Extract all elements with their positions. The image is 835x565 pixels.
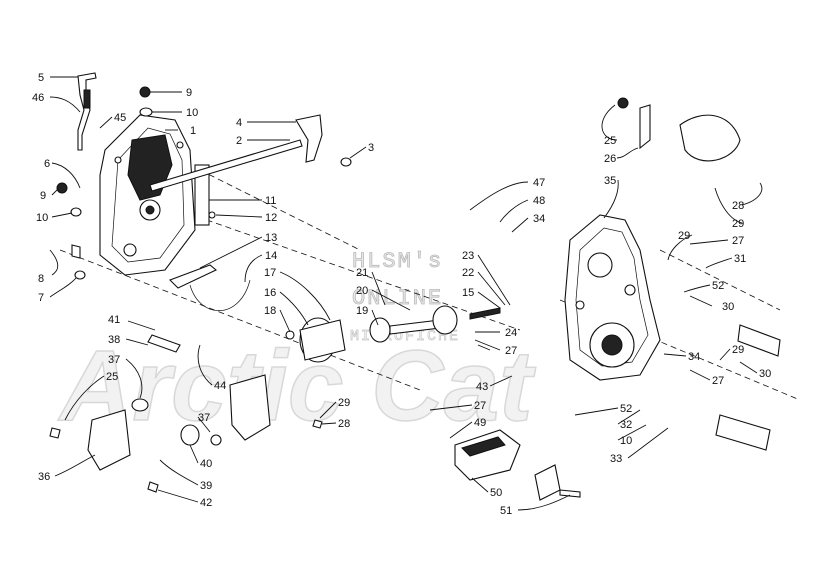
callout-47: 47	[533, 177, 545, 189]
callout-45: 45	[114, 112, 126, 124]
watermark-line-2: ONLINE	[352, 286, 443, 311]
callout-17: 17	[264, 267, 276, 279]
callout-27: 27	[474, 400, 486, 412]
callout-29: 29	[678, 230, 690, 242]
callout-52: 52	[620, 403, 632, 415]
callout-33: 33	[610, 453, 622, 465]
callout-34: 34	[688, 351, 700, 363]
callout-48: 48	[533, 195, 545, 207]
callout-8: 8	[38, 273, 44, 285]
callout-4: 4	[236, 117, 242, 129]
watermark-line-1: HLSM's	[352, 249, 443, 274]
callout-10: 10	[36, 212, 48, 224]
callout-23: 23	[462, 250, 474, 262]
callout-50: 50	[490, 487, 502, 499]
callout-5: 5	[38, 72, 44, 84]
gear-case	[564, 214, 661, 381]
callout-12: 12	[265, 212, 277, 224]
callout-25: 25	[604, 135, 616, 147]
parts-drawing	[49, 72, 801, 501]
callout-27: 27	[712, 375, 724, 387]
callout-10: 10	[186, 107, 198, 119]
callout-38: 38	[108, 334, 120, 346]
callout-36: 36	[38, 471, 50, 483]
callout-37: 37	[108, 354, 120, 366]
callout-43: 43	[476, 381, 488, 393]
callout-22: 22	[462, 267, 474, 279]
callout-27: 27	[505, 345, 517, 357]
callout-35: 35	[604, 175, 616, 187]
callout-30: 30	[759, 368, 771, 380]
callout-2: 2	[236, 135, 242, 147]
callout-28: 28	[338, 418, 350, 430]
callout-30: 30	[722, 301, 734, 313]
callout-42: 42	[200, 497, 212, 509]
callout-11: 11	[265, 195, 276, 207]
callout-32: 32	[620, 419, 632, 431]
callout-31: 31	[734, 253, 746, 265]
callout-13: 13	[265, 232, 277, 244]
tensioner-assembly	[49, 334, 323, 493]
callout-29: 29	[338, 397, 350, 409]
callout-24: 24	[505, 327, 517, 339]
callout-41: 41	[108, 314, 120, 326]
callout-14: 14	[265, 250, 277, 262]
callout-26: 26	[604, 153, 616, 165]
callout-10: 10	[620, 435, 632, 447]
callout-21: 21	[356, 267, 368, 279]
callout-18: 18	[264, 305, 276, 317]
callout-19: 19	[356, 305, 368, 317]
hub-assembly	[285, 305, 501, 363]
watermark-logo: Arctic Cat	[57, 330, 536, 442]
callout-46: 46	[32, 92, 44, 104]
callout-34: 34	[533, 213, 545, 225]
callout-6: 6	[44, 158, 50, 170]
callout-29: 29	[732, 218, 744, 230]
callout-52: 52	[712, 280, 724, 292]
callout-25: 25	[106, 371, 118, 383]
callout-20: 20	[356, 285, 368, 297]
callout-leaders	[49, 76, 763, 511]
chaincase-cover	[99, 114, 196, 276]
callout-28: 28	[732, 200, 744, 212]
callout-9: 9	[186, 87, 192, 99]
callout-40: 40	[200, 458, 212, 470]
callout-3: 3	[368, 142, 374, 154]
callout-16: 16	[264, 287, 276, 299]
callout-15: 15	[462, 287, 474, 299]
callout-labels: 5 46 45 9 10 1 4 2 3 6 9 10 11 12 13 14 …	[32, 72, 771, 517]
callout-44: 44	[214, 380, 226, 392]
callout-39: 39	[200, 480, 212, 492]
callout-7: 7	[38, 292, 44, 304]
callout-49: 49	[474, 417, 486, 429]
callout-1: 1	[190, 125, 196, 137]
lower-block	[454, 429, 581, 501]
callout-29: 29	[732, 344, 744, 356]
callout-37: 37	[198, 412, 210, 424]
callout-51: 51	[500, 505, 512, 517]
callout-27: 27	[732, 235, 744, 247]
callout-9: 9	[40, 190, 46, 202]
watermark: Arctic Cat HLSM's ONLINE MICROFICHE	[56, 249, 537, 443]
